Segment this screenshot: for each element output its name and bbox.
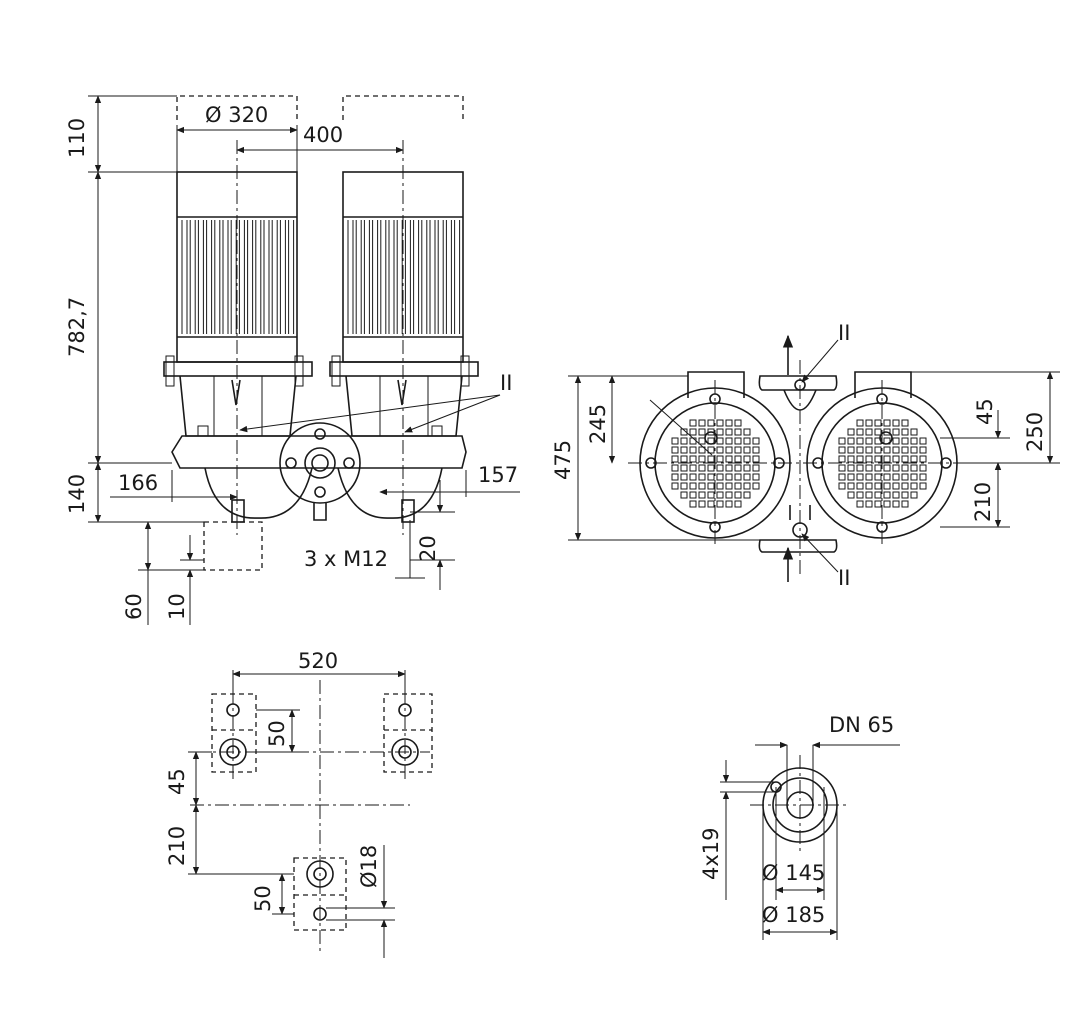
motor-fins-right: [347, 220, 461, 334]
dim-50-top: 50: [265, 720, 289, 747]
fan-grille-right: [838, 419, 927, 508]
dim-10: 10: [165, 593, 189, 620]
dim-3x-m12: 3 x M12: [304, 547, 388, 571]
inlet-valve: [758, 539, 838, 553]
dim-110: 110: [65, 118, 89, 158]
motor-flange-left: [163, 361, 313, 377]
dim-diameter-185: Ø 185: [762, 903, 825, 927]
outlet-valve: [758, 375, 838, 391]
motor-flange-right: [329, 361, 479, 377]
dim-140: 140: [65, 474, 89, 514]
base-plan: 520 50 45 210 Ø18 50: [165, 649, 433, 958]
dim-400: 400: [303, 123, 343, 147]
dim-245: 245: [586, 404, 610, 444]
housing-bowl-right: [337, 467, 443, 519]
pump-housing: [171, 435, 467, 469]
dim-520: 520: [298, 649, 338, 673]
dim-210-base: 210: [165, 826, 189, 866]
dim-diameter-145: Ø 145: [762, 861, 825, 885]
lantern-right: [345, 375, 463, 437]
terminal-box-left: [687, 371, 745, 398]
label-II-front: II: [500, 371, 512, 395]
base-foot-outline: [203, 521, 263, 571]
dim-50-bottom: 50: [251, 885, 275, 912]
inlet-flange: [279, 422, 361, 504]
dim-60: 60: [122, 593, 146, 620]
dim-250: 250: [1023, 412, 1047, 452]
dim-45: 45: [973, 398, 997, 425]
top-view: II II 475 245 45 250 210: [551, 321, 1060, 590]
dim-diameter-320: Ø 320: [205, 103, 268, 127]
dim-210: 210: [971, 482, 995, 522]
clearance-outline-right: [342, 95, 464, 120]
label-II-top-upper: II: [838, 321, 850, 345]
dim-diameter-18: Ø18: [357, 845, 381, 888]
label-II-top-lower: II: [838, 566, 850, 590]
terminal-box-right: [854, 371, 912, 398]
lantern-left: [179, 375, 297, 437]
dim-475: 475: [551, 440, 575, 480]
dim-20: 20: [416, 535, 440, 562]
dim-4x19: 4x19: [699, 827, 723, 880]
dim-dn-65: DN 65: [829, 713, 894, 737]
clearance-outline-left: [176, 95, 298, 120]
housing-bowl-left: [204, 467, 313, 519]
dim-45-base: 45: [165, 768, 189, 795]
motor-fins-left: [181, 220, 295, 334]
dim-166: 166: [118, 471, 158, 495]
fan-grille-left: [671, 419, 760, 508]
flange-detail: DN 65 4x19 Ø 145 Ø 185: [699, 713, 900, 940]
dim-782-7: 782,7: [65, 297, 89, 357]
dim-157: 157: [478, 463, 518, 487]
front-view: Ø 320 400 110 782,7 140 166 157 3 x M12 …: [65, 95, 520, 625]
